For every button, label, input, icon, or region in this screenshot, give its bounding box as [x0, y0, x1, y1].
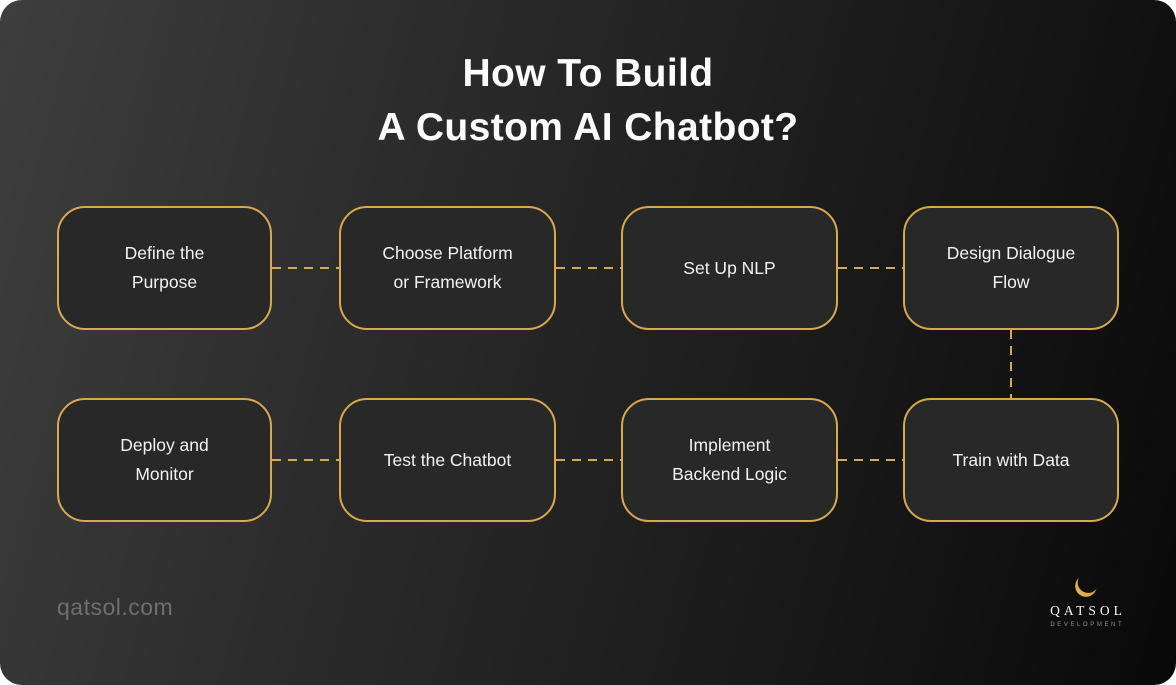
step-box-choose-platform: Choose Platform or Framework [339, 206, 556, 330]
connector-vertical [1010, 330, 1012, 398]
crescent-moon-icon [1073, 573, 1099, 599]
connector-row1-2 [556, 267, 621, 269]
step-box-test-chatbot: Test the Chatbot [339, 398, 556, 522]
step-box-define-purpose: Define the Purpose [57, 206, 272, 330]
step-box-deploy-monitor: Deploy and Monitor [57, 398, 272, 522]
brand-tagline: DEVELOPMENT [1050, 622, 1125, 628]
brand-name: QATSOL [1050, 603, 1126, 618]
page-title: How To Build A Custom AI Chatbot? [0, 47, 1176, 155]
page-title-line1: How To Build [462, 52, 714, 95]
step-box-train-with-data: Train with Data [903, 398, 1119, 522]
page-title-line2: A Custom AI Chatbot? [377, 106, 799, 149]
connector-row1-1 [272, 267, 339, 269]
connector-row1-3 [838, 267, 903, 269]
connector-row2-1 [272, 459, 339, 461]
connector-row2-3 [838, 459, 903, 461]
website-url: qatsol.com [57, 594, 174, 620]
step-box-set-up-nlp: Set Up NLP [621, 206, 838, 330]
step-box-design-dialogue-flow: Design Dialogue Flow [903, 206, 1119, 330]
connector-row2-2 [556, 459, 621, 461]
brand-logo: QATSOL DEVELOPMENT [1046, 573, 1126, 628]
step-box-implement-backend: Implement Backend Logic [621, 398, 838, 522]
